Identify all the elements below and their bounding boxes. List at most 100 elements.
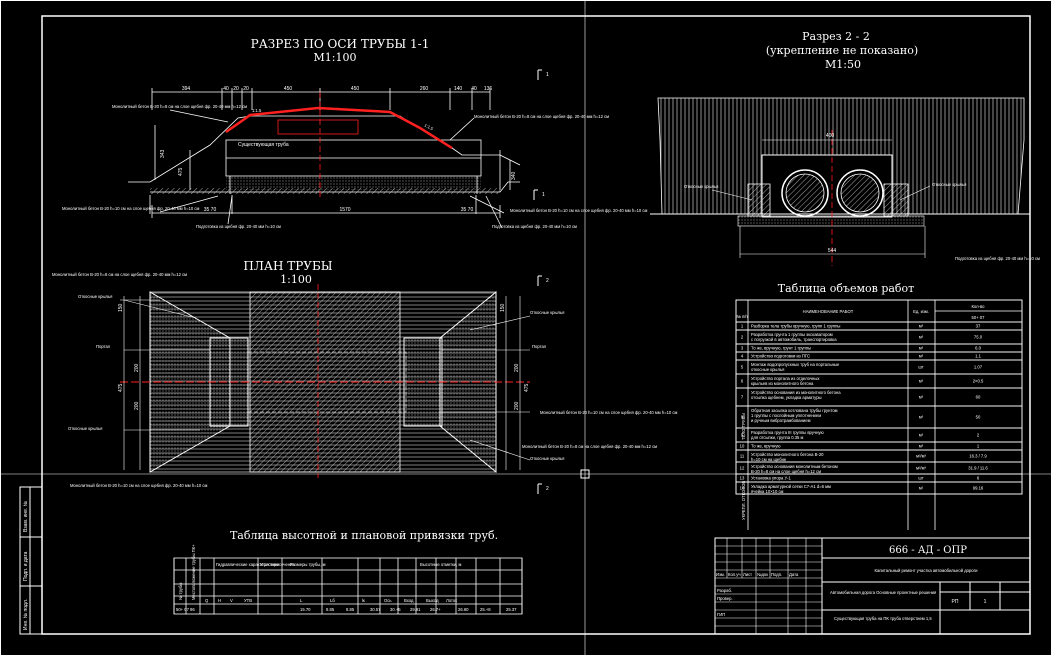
vol-group-2: УКРЕПЛ. ОТКОСОВ <box>741 481 746 520</box>
plan-note-br1: Монолитный бетон В-20 h=10 см на слое ще… <box>540 410 678 415</box>
vol-unit-1: м³ <box>919 335 924 340</box>
bind-cell-8: 8.85 <box>346 607 355 612</box>
vol-num-7: 8 <box>741 415 744 420</box>
volumes-title: Таблица объемов работ <box>778 282 915 295</box>
bind-cell-14: 25.+8 <box>480 607 491 612</box>
s1-h-mid2: 340 <box>511 171 517 180</box>
binding-title: Таблица высотной и плановой привязки тру… <box>230 529 498 542</box>
stamp-col-0: Изм. <box>716 572 725 577</box>
bind-cell-10: 30.+5 <box>390 607 401 612</box>
s2-dim-top: 400 <box>826 133 835 139</box>
mark-2b: 2 <box>546 486 549 492</box>
plan-dim-r-0: 150 <box>500 303 506 312</box>
s1-note-b2: Подготовка из щебня фр. 20-40 мм h=10 см <box>492 224 577 229</box>
plan-dim-r-3: 475 <box>524 383 530 392</box>
section-2-2-subtitle: (укрепление не показано) <box>766 44 918 57</box>
section-1-1-scale: М1:100 <box>314 51 357 64</box>
vol-unit-5: м³ <box>919 379 924 384</box>
stamp-code: 666 - АД - ОПР <box>889 545 967 556</box>
vol-qty-1: 75.0 <box>974 335 983 340</box>
plan-label-portal-r: Портал <box>532 344 547 349</box>
plan-view: ПЛАН ТРУБЫ 1:100 150 200 200 475 150 <box>52 259 678 488</box>
vol-h-qty: Кол-во <box>971 304 985 309</box>
side-stamp-text-2: Подп. и дата <box>23 551 29 581</box>
stamp-desc: Автомобильная дорога Основные проектные … <box>830 590 936 595</box>
bind-cell-11: 29.91 <box>410 607 421 612</box>
plan-label-wings-tl: Откосные крылья <box>78 294 112 299</box>
plan-dim-l-3: 475 <box>118 383 124 392</box>
section-1-1-title: РАЗРЕЗ ПО ОСИ ТРУБЫ 1-1 <box>251 37 430 51</box>
vol-unit-12: шт <box>918 476 923 481</box>
vol-name-3: Устройство подготовки из ПГС <box>751 354 810 359</box>
bind-sub-0: Q <box>205 598 209 603</box>
vol-qty-11: 31.9 / 11.6 <box>968 466 988 471</box>
vol-qty-8: 2 <box>977 433 980 438</box>
s1-dim-0: 394 <box>182 86 191 92</box>
s1-dim-7: 140 <box>454 86 463 92</box>
plan-label-wings-bl: Откосные крылья <box>68 426 102 431</box>
s1-note-br: Монолитный бетон В-20 h=10 см на слое ще… <box>510 208 648 213</box>
side-stamp-text-1: Взам. инв. № <box>23 501 29 532</box>
title-block <box>714 537 1031 635</box>
s1-dim-total: 1570 <box>339 207 350 213</box>
vol-name-12: Установка упора У-1 <box>751 476 792 481</box>
vol-name-4: Монтаж водопропускных труб на портальные… <box>751 362 840 372</box>
s1-dim-left: 35 70 <box>204 207 217 213</box>
s1-h-mid: 475 <box>178 167 184 176</box>
s1-dim-6: 260 <box>420 86 429 92</box>
bind-cell-13: 26.60 <box>458 607 469 612</box>
plan-title: ПЛАН ТРУБЫ <box>243 259 332 273</box>
vol-unit-2: м³ <box>919 346 924 351</box>
s2-note: Подготовка из щебня фр. 20-40 мм h=10 см <box>955 256 1040 261</box>
vol-num-2: 3 <box>741 346 744 351</box>
s1-note-bl: Монолитный бетон В-20 h=10 см на слое ще… <box>62 206 200 211</box>
s1-dim-2: 20 <box>233 86 239 92</box>
side-stamp-text-3: Инв. № подл. <box>23 599 29 630</box>
vol-num-1: 2 <box>741 335 744 340</box>
bind-cell-1: 96 <box>190 607 195 612</box>
bind-h-5: Высотные отметки, м <box>420 562 462 567</box>
bind-sub-2: V <box>230 598 233 603</box>
bind-sub-5: Lб <box>330 598 335 603</box>
vol-unit-6: м³ <box>919 395 924 400</box>
vol-unit-7: м³ <box>919 415 924 420</box>
vol-num-11: 12 <box>740 466 745 471</box>
vol-num-4: 5 <box>741 365 744 370</box>
bind-cell-7: 8.85 <box>326 607 335 612</box>
crosshair-cursor <box>580 469 590 479</box>
vol-num-5: 6 <box>741 379 744 384</box>
vol-qty-3: 1.1 <box>975 354 981 359</box>
stamp-stage: РП <box>952 599 959 605</box>
vol-unit-0: м³ <box>919 324 924 329</box>
s1-label-pipe: Существующая труба <box>238 142 289 148</box>
s2-label-left: Откосные крылья <box>684 184 718 189</box>
plan-dim-r-1: 200 <box>514 363 520 372</box>
plan-dim-l-1: 200 <box>134 363 140 372</box>
vol-name-6: Устройство основания из монолитного бето… <box>751 390 841 400</box>
vol-unit-11: м²/м³ <box>916 466 926 471</box>
vol-qty-6: 60 <box>976 395 981 400</box>
vol-h-pk: 50+ 07 <box>972 315 986 320</box>
s1-dim-9: 136 <box>484 86 493 92</box>
vol-num-10: 11 <box>740 454 745 459</box>
vol-qty-12: 6 <box>977 476 980 481</box>
stamp-object: Капитальный ремонт участка автомобильной… <box>875 568 979 573</box>
plan-label-portal-l: Портал <box>96 344 111 349</box>
plan-label-wings-tr: Откосные крылья <box>530 310 564 315</box>
section-2-2-scale: М1:50 <box>825 58 861 71</box>
stamp-col-4: Подп. <box>771 572 782 577</box>
s1-h-left: 343 <box>160 149 166 158</box>
vol-qty-10: 16.3 / 7.9 <box>969 454 987 459</box>
bind-cell-6: 15.70 <box>300 607 311 612</box>
vol-qty-2: 6.0 <box>975 346 981 351</box>
stamp-role-2: ГИП <box>717 612 725 617</box>
bind-sub-4: L <box>300 598 303 603</box>
bind-cell-15: 25.37 <box>506 607 517 612</box>
vol-num-6: 7 <box>741 395 744 400</box>
vol-qty-5: 2×0.5 <box>973 379 984 384</box>
stamp-sheet-title: Существующая труба на ПК труба отверстие… <box>834 616 932 621</box>
plan-note-br2: Монолитный бетон В-20 h=8 см на слое щеб… <box>522 444 657 449</box>
